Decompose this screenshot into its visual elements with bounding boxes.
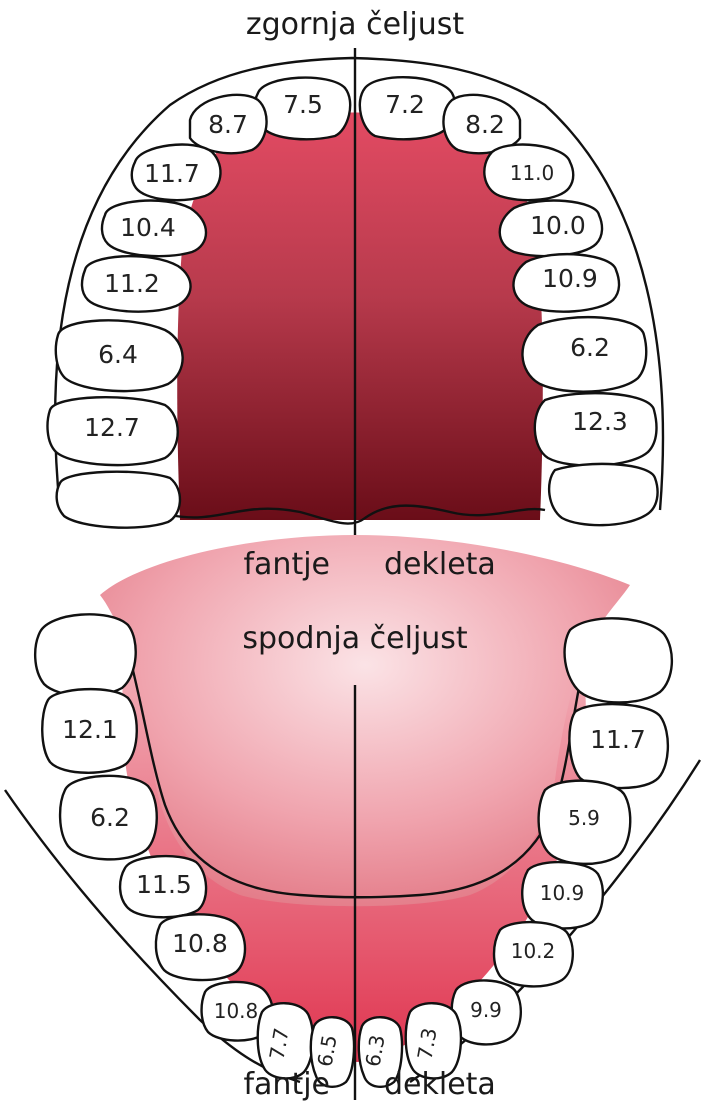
tooth-value: 11.5 (136, 870, 192, 899)
tooth-upper-left-4: 10.4 (102, 201, 206, 257)
tooth-upper-right-3: 11.0 (484, 145, 573, 201)
tooth-lower-right-4: 10.9 (522, 862, 603, 928)
tooth-value: 6.4 (98, 340, 138, 369)
tooth-upper-left-7: 12.7 (48, 397, 178, 465)
tooth-value: 10.9 (542, 264, 598, 293)
middle-left-label: fantje (243, 547, 330, 582)
tooth-lower-left-1 (35, 614, 136, 696)
tooth-value: 11.7 (590, 725, 646, 754)
tooth-upper-right-6: 6.2 (522, 317, 646, 392)
tooth-value: 10.8 (214, 999, 259, 1023)
tooth-lower-right-3: 5.9 (539, 781, 631, 864)
tooth-upper-left-8 (57, 472, 180, 528)
tooth-upper-left-6: 6.4 (56, 320, 183, 391)
tooth-upper-left-5: 11.2 (82, 256, 191, 312)
tooth-lower-right-5: 10.2 (494, 922, 573, 986)
tooth-lower-right-2: 11.7 (569, 704, 667, 788)
tooth-value: 12.1 (62, 715, 118, 744)
tooth-value: 10.4 (120, 213, 176, 242)
tooth-upper-left-1: 7.5 (255, 78, 350, 140)
tooth-lower-left-4: 11.5 (120, 856, 206, 917)
tooth-value: 7.2 (385, 90, 425, 119)
tooth-upper-left-3: 11.7 (132, 145, 221, 201)
tooth-upper-right-5: 10.9 (513, 254, 619, 312)
tooth-upper-right-7: 12.3 (535, 393, 657, 466)
tooth-value: 10.8 (172, 929, 228, 958)
middle-right-label: dekleta (384, 547, 496, 582)
tooth-upper-right-8 (549, 464, 657, 525)
tooth-value: 7.5 (283, 90, 323, 119)
tooth-lower-left-3: 6.2 (60, 776, 157, 860)
tooth-value: 8.2 (465, 110, 505, 139)
tooth-value: 12.7 (84, 413, 140, 442)
tooth-value: 10.0 (530, 211, 586, 240)
tooth-value: 10.2 (511, 939, 556, 963)
tooth-value: 11.7 (144, 159, 200, 188)
bottom-right-label: dekleta (384, 1067, 496, 1102)
tooth-value: 11.2 (104, 269, 160, 298)
tooth-value: 10.9 (540, 881, 585, 905)
tooth-value: 12.3 (572, 407, 628, 436)
tooth-lower-left-2: 12.1 (42, 689, 137, 773)
tooth-value: 8.7 (208, 110, 248, 139)
lower-jaw-title: spodnja čeljust (242, 621, 468, 656)
tooth-lower-left-5: 10.8 (156, 914, 245, 980)
tooth-value: 9.9 (470, 998, 502, 1022)
tooth-upper-right-1: 7.2 (360, 77, 455, 139)
tooth-value: 5.9 (568, 806, 600, 830)
tooth-value: 6.2 (570, 333, 610, 362)
tooth-lower-right-1 (565, 618, 672, 702)
tooth-value: 11.0 (510, 161, 555, 185)
tooth-value: 6.2 (90, 803, 130, 832)
bottom-left-label: fantje (243, 1067, 330, 1102)
tooth-upper-right-4: 10.0 (500, 201, 602, 257)
upper-jaw-title: zgornja čeljust (246, 7, 464, 42)
tooth-upper-left-2: 8.7 (190, 95, 267, 153)
